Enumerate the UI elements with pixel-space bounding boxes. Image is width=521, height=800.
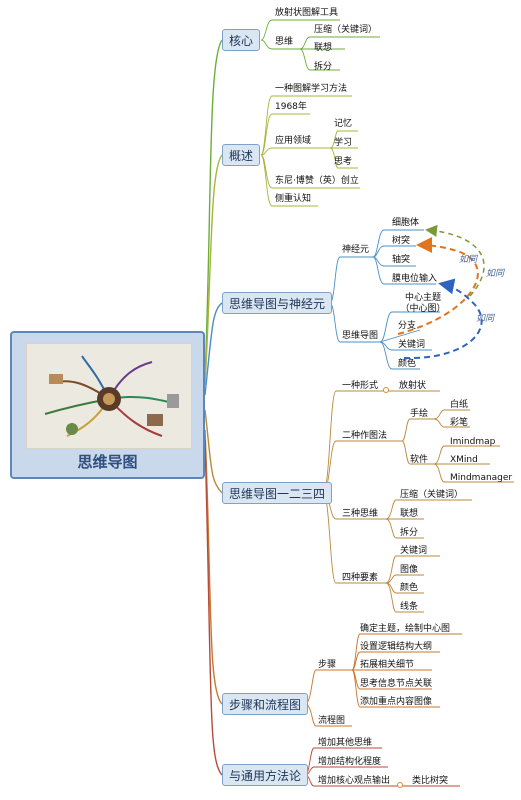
node-study[interactable]: 学习: [334, 138, 353, 148]
relation-label-2: 如同: [486, 269, 505, 279]
node-think[interactable]: 思考: [334, 157, 353, 167]
node-branch[interactable]: 分支: [398, 321, 417, 331]
node-cell-body[interactable]: 细胞体: [392, 218, 420, 228]
node-one-form[interactable]: 一种形式: [342, 381, 379, 391]
topic-core[interactable]: 核心: [222, 29, 261, 51]
node-compress-2[interactable]: 压缩（关键词）: [400, 490, 464, 500]
node-dendrite[interactable]: 树突: [392, 236, 411, 246]
node-step-2[interactable]: 设置逻辑结构大纲: [360, 642, 433, 652]
node-keyword-2[interactable]: 关键词: [400, 546, 428, 556]
relation-label-3: 如同: [476, 314, 495, 324]
node-xmind[interactable]: XMind: [450, 455, 478, 465]
node-memory[interactable]: 记忆: [334, 119, 353, 129]
node-analog-dendrite[interactable]: 类比树突: [412, 776, 449, 786]
node-add-core-output[interactable]: 增加核心观点输出: [318, 776, 391, 786]
node-color-2[interactable]: 颜色: [400, 583, 419, 593]
node-color-pen[interactable]: 彩笔: [450, 418, 469, 428]
topic-general-methodology[interactable]: 与通用方法论: [222, 764, 309, 786]
node-software[interactable]: 软件: [410, 455, 429, 465]
node-associate[interactable]: 联想: [314, 43, 333, 53]
relation-label-1: 如同: [459, 255, 478, 265]
node-step-5[interactable]: 添加重点内容图像: [360, 697, 433, 707]
node-step-3[interactable]: 拓展相关细节: [360, 660, 415, 670]
node-mindmanager[interactable]: Mindmanager: [450, 473, 513, 483]
node-line[interactable]: 线条: [400, 602, 419, 612]
node-keyword[interactable]: 关键词: [398, 340, 426, 350]
node-blank-paper[interactable]: 白纸: [450, 400, 469, 410]
node-two-methods[interactable]: 二种作图法: [342, 431, 388, 441]
link-dot-icon: [397, 782, 403, 788]
node-three-thinking[interactable]: 三种思维: [342, 509, 379, 519]
node-step-1[interactable]: 确定主题，绘制中心图: [360, 624, 451, 634]
link-dot-icon: [383, 387, 389, 393]
node-central-topic[interactable]: 中心主题 （中心图）: [398, 293, 448, 315]
node-mindmap[interactable]: 思维导图: [342, 331, 379, 341]
node-add-other-thinking[interactable]: 增加其他思维: [318, 738, 373, 748]
node-image[interactable]: 图像: [400, 565, 419, 575]
node-split-2[interactable]: 拆分: [400, 528, 419, 538]
node-step-4[interactable]: 思考信息节点关联: [360, 679, 433, 689]
relation-arrow-green: [425, 224, 485, 297]
node-application-domains[interactable]: 应用领域: [275, 136, 312, 146]
topic-steps-and-flowchart[interactable]: 步骤和流程图: [222, 693, 309, 715]
node-learning-method[interactable]: 一种图解学习方法: [275, 84, 348, 94]
node-four-elements[interactable]: 四种要素: [342, 573, 379, 583]
central-topic-title: 思维导图: [77, 453, 138, 471]
central-topic-sublabel: （中心图）: [400, 304, 446, 314]
relation-arrow-blue: [403, 278, 483, 360]
node-color[interactable]: 颜色: [398, 359, 417, 369]
node-add-structure[interactable]: 增加结构化程度: [318, 757, 382, 767]
node-compress[interactable]: 压缩（关键词）: [314, 25, 378, 35]
node-thinking[interactable]: 思维: [275, 37, 294, 47]
node-steps[interactable]: 步骤: [318, 660, 337, 670]
node-neuron[interactable]: 神经元: [342, 245, 370, 255]
node-flowchart[interactable]: 流程图: [318, 716, 346, 726]
central-topic[interactable]: 思维导图: [10, 331, 205, 479]
relation-arrow-orange: [397, 237, 479, 335]
node-radial-tool[interactable]: 放射状图解工具: [275, 8, 339, 18]
node-cognition[interactable]: 侧重认知: [275, 194, 312, 204]
topic-mindmap-one-two-three-four[interactable]: 思维导图一二三四: [222, 482, 333, 504]
node-split[interactable]: 拆分: [314, 62, 333, 72]
node-year[interactable]: 1968年: [275, 102, 307, 112]
node-axon[interactable]: 轴突: [392, 255, 411, 265]
node-membrane-input[interactable]: 膜电位输入: [392, 274, 438, 284]
central-image: [26, 343, 192, 449]
topic-mindmap-and-neuron[interactable]: 思维导图与神经元: [222, 292, 333, 314]
central-topic-label: 中心主题: [404, 293, 441, 303]
node-imindmap[interactable]: Imindmap: [450, 437, 496, 447]
node-founder[interactable]: 东尼·博赞（英）创立: [275, 176, 359, 186]
topic-overview[interactable]: 概述: [222, 144, 261, 166]
node-radial[interactable]: 放射状: [399, 381, 427, 391]
node-hand-draw[interactable]: 手绘: [410, 409, 429, 419]
node-associate-2[interactable]: 联想: [400, 509, 419, 519]
